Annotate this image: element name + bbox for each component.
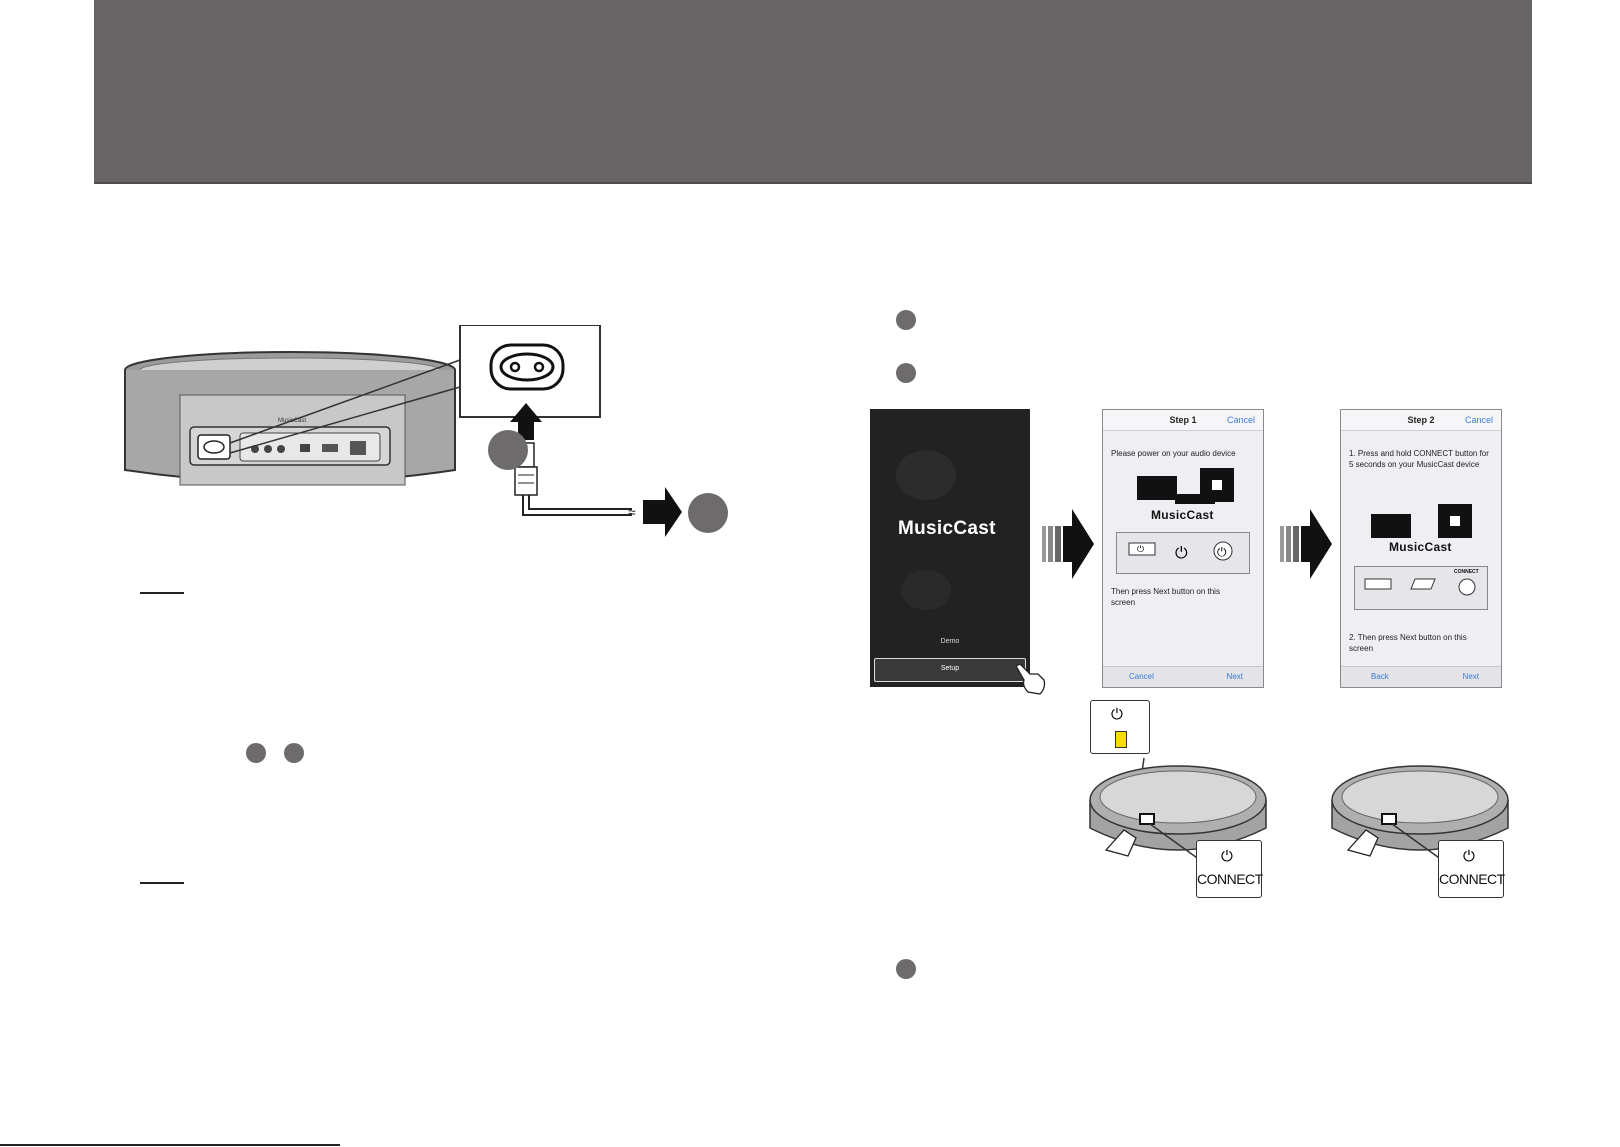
step2-header: Step 2 Cancel <box>1341 410 1501 431</box>
status-led <box>1115 731 1127 748</box>
svg-text:⏻: ⏻ <box>1137 544 1144 555</box>
note-rule-2 <box>140 882 184 884</box>
step2-footer: Back Next <box>1341 666 1501 687</box>
step2-then-text: 2. Then press Next button on this screen <box>1349 633 1467 653</box>
connect-label-1: CONNECT <box>1197 871 1263 887</box>
musiccast-logo: MusicCast <box>1389 540 1452 554</box>
app-step2-screen: Step 2 Cancel 1. Press and hold CONNECT … <box>1340 409 1502 688</box>
device-shape <box>1438 504 1472 538</box>
device-shape <box>1175 494 1215 504</box>
power-button-examples: ⏻ ⏻ ⏻ <box>1116 532 1250 574</box>
demo-label: Demo <box>940 638 960 645</box>
step1-cancel-link[interactable]: Cancel <box>1226 415 1255 425</box>
musiccast-logo: MusicCast <box>898 518 996 539</box>
connect-button-callout-1: ⏻ CONNECT <box>1196 840 1263 898</box>
step-badge-inline-1 <box>246 743 266 763</box>
step1-instruction: Please power on your audio device <box>1111 449 1236 458</box>
power-icon: ⏻ <box>1221 847 1233 865</box>
tap-hand-icon <box>1015 663 1046 695</box>
step1-then-text: Then press Next button on this screen <box>1111 587 1220 607</box>
device-shape <box>1137 476 1177 500</box>
step-badge-3 <box>896 959 916 979</box>
step2-back-button[interactable]: Back <box>1371 672 1389 681</box>
step1-next-button[interactable]: Next <box>1226 672 1243 681</box>
step-badge-inline-2 <box>284 743 304 763</box>
progress-arrow-2-icon <box>1280 509 1332 579</box>
setup-button-label: Setup <box>940 665 960 672</box>
progress-arrow-1-icon <box>1042 509 1094 579</box>
step1-footer: Cancel Next <box>1103 666 1263 687</box>
power-connection-illustration: MusicCast ≈ <box>124 325 728 537</box>
device-top-view-2 <box>1331 765 1509 861</box>
svg-text:≈: ≈ <box>628 504 636 520</box>
step2-next-button[interactable]: Next <box>1462 672 1479 681</box>
power-icon: ⏻ <box>1463 847 1475 865</box>
device-top-view-1 <box>1089 757 1267 861</box>
status-indicator-callout: ⏻ <box>1090 700 1150 754</box>
step-badge-2 <box>896 363 916 383</box>
app-step1-screen: Step 1 Cancel Please power on your audio… <box>1102 409 1264 688</box>
step2-title: Step 2 <box>1407 415 1435 425</box>
app-launch-screen: MusicCast Demo Setup <box>870 409 1030 687</box>
footer-line <box>0 1144 340 1146</box>
step-badge-1 <box>896 310 916 330</box>
setup-button[interactable]: Setup <box>874 658 1026 682</box>
step2-instruction: 1. Press and hold CONNECT button for 5 s… <box>1349 449 1489 469</box>
power-icon: ⏻ <box>1111 705 1123 723</box>
connect-label-2: CONNECT <box>1439 871 1505 887</box>
connect-small-label: CONNECT <box>1454 569 1479 575</box>
connect-button-examples: CONNECT <box>1354 566 1488 610</box>
step1-header: Step 1 Cancel <box>1103 410 1263 431</box>
connect-button-callout-2: ⏻ CONNECT <box>1438 840 1505 898</box>
step1-title: Step 1 <box>1169 415 1197 425</box>
header-band <box>94 0 1532 184</box>
device-shape <box>1371 514 1411 538</box>
svg-text:⏻: ⏻ <box>1217 545 1227 559</box>
note-rule-1 <box>140 592 184 594</box>
step2-cancel-link[interactable]: Cancel <box>1464 415 1493 425</box>
svg-text:⏻: ⏻ <box>1175 543 1188 562</box>
musiccast-logo: MusicCast <box>1151 508 1214 522</box>
step1-cancel-button[interactable]: Cancel <box>1129 672 1154 681</box>
